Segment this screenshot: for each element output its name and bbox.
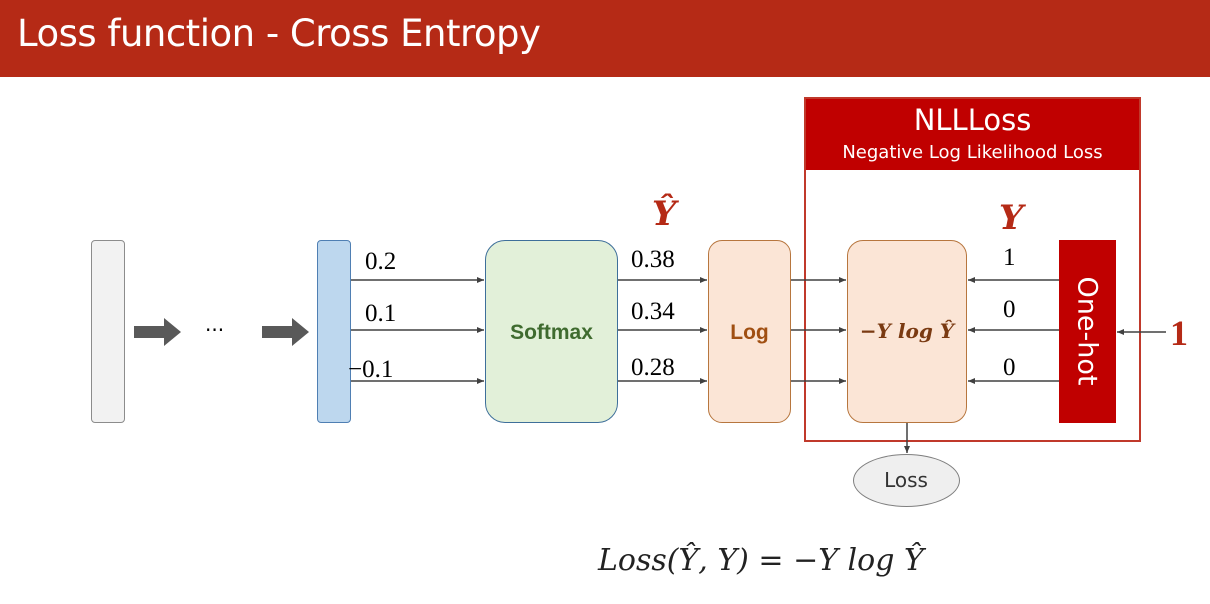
input-layer-box	[91, 240, 125, 423]
log-box: Log	[708, 240, 791, 423]
softmax-label: Softmax	[510, 321, 593, 344]
softmax-output-3: 0.28	[631, 354, 675, 381]
hidden-value-1: 0.2	[365, 248, 397, 275]
nllloss-title: NLLLoss	[913, 103, 1032, 137]
softmax-box: Softmax	[485, 240, 618, 423]
nllloss-subtitle: Negative Log Likelihood Loss	[842, 142, 1103, 163]
nll-formula: −Y log Ŷ	[859, 319, 955, 343]
target-value-1: 1	[1003, 244, 1016, 271]
softmax-output-1: 0.38	[631, 246, 675, 273]
ellipsis: ···	[205, 318, 225, 342]
target-value-3: 0	[1003, 354, 1016, 381]
flow-arrow-2	[262, 318, 309, 346]
class-index-label: 1	[1170, 313, 1188, 353]
loss-equation: Loss(Ŷ, Y) = −Y log Ŷ	[598, 543, 924, 578]
nllloss-header: NLLLoss Negative Log Likelihood Loss	[806, 99, 1139, 170]
title-bar: Loss function - Cross Entropy	[0, 0, 1210, 77]
loss-node-label: Loss	[884, 468, 928, 492]
target-value-2: 0	[1003, 296, 1016, 323]
output-layer-box	[317, 240, 351, 423]
loss-node: Loss	[853, 454, 960, 507]
page-title: Loss function - Cross Entropy	[17, 12, 541, 55]
hidden-value-2: 0.1	[365, 300, 397, 327]
flow-arrow-1	[134, 318, 181, 346]
log-label: Log	[730, 321, 769, 344]
onehot-box: One-hot	[1059, 240, 1116, 423]
nllloss-frame	[804, 97, 1141, 442]
hidden-value-3: −0.1	[348, 356, 394, 383]
nll-formula-box: −Y log Ŷ	[847, 240, 967, 423]
y-hat-label: Ŷ	[652, 194, 677, 234]
softmax-output-2: 0.34	[631, 298, 675, 325]
y-label: Y	[999, 198, 1024, 238]
